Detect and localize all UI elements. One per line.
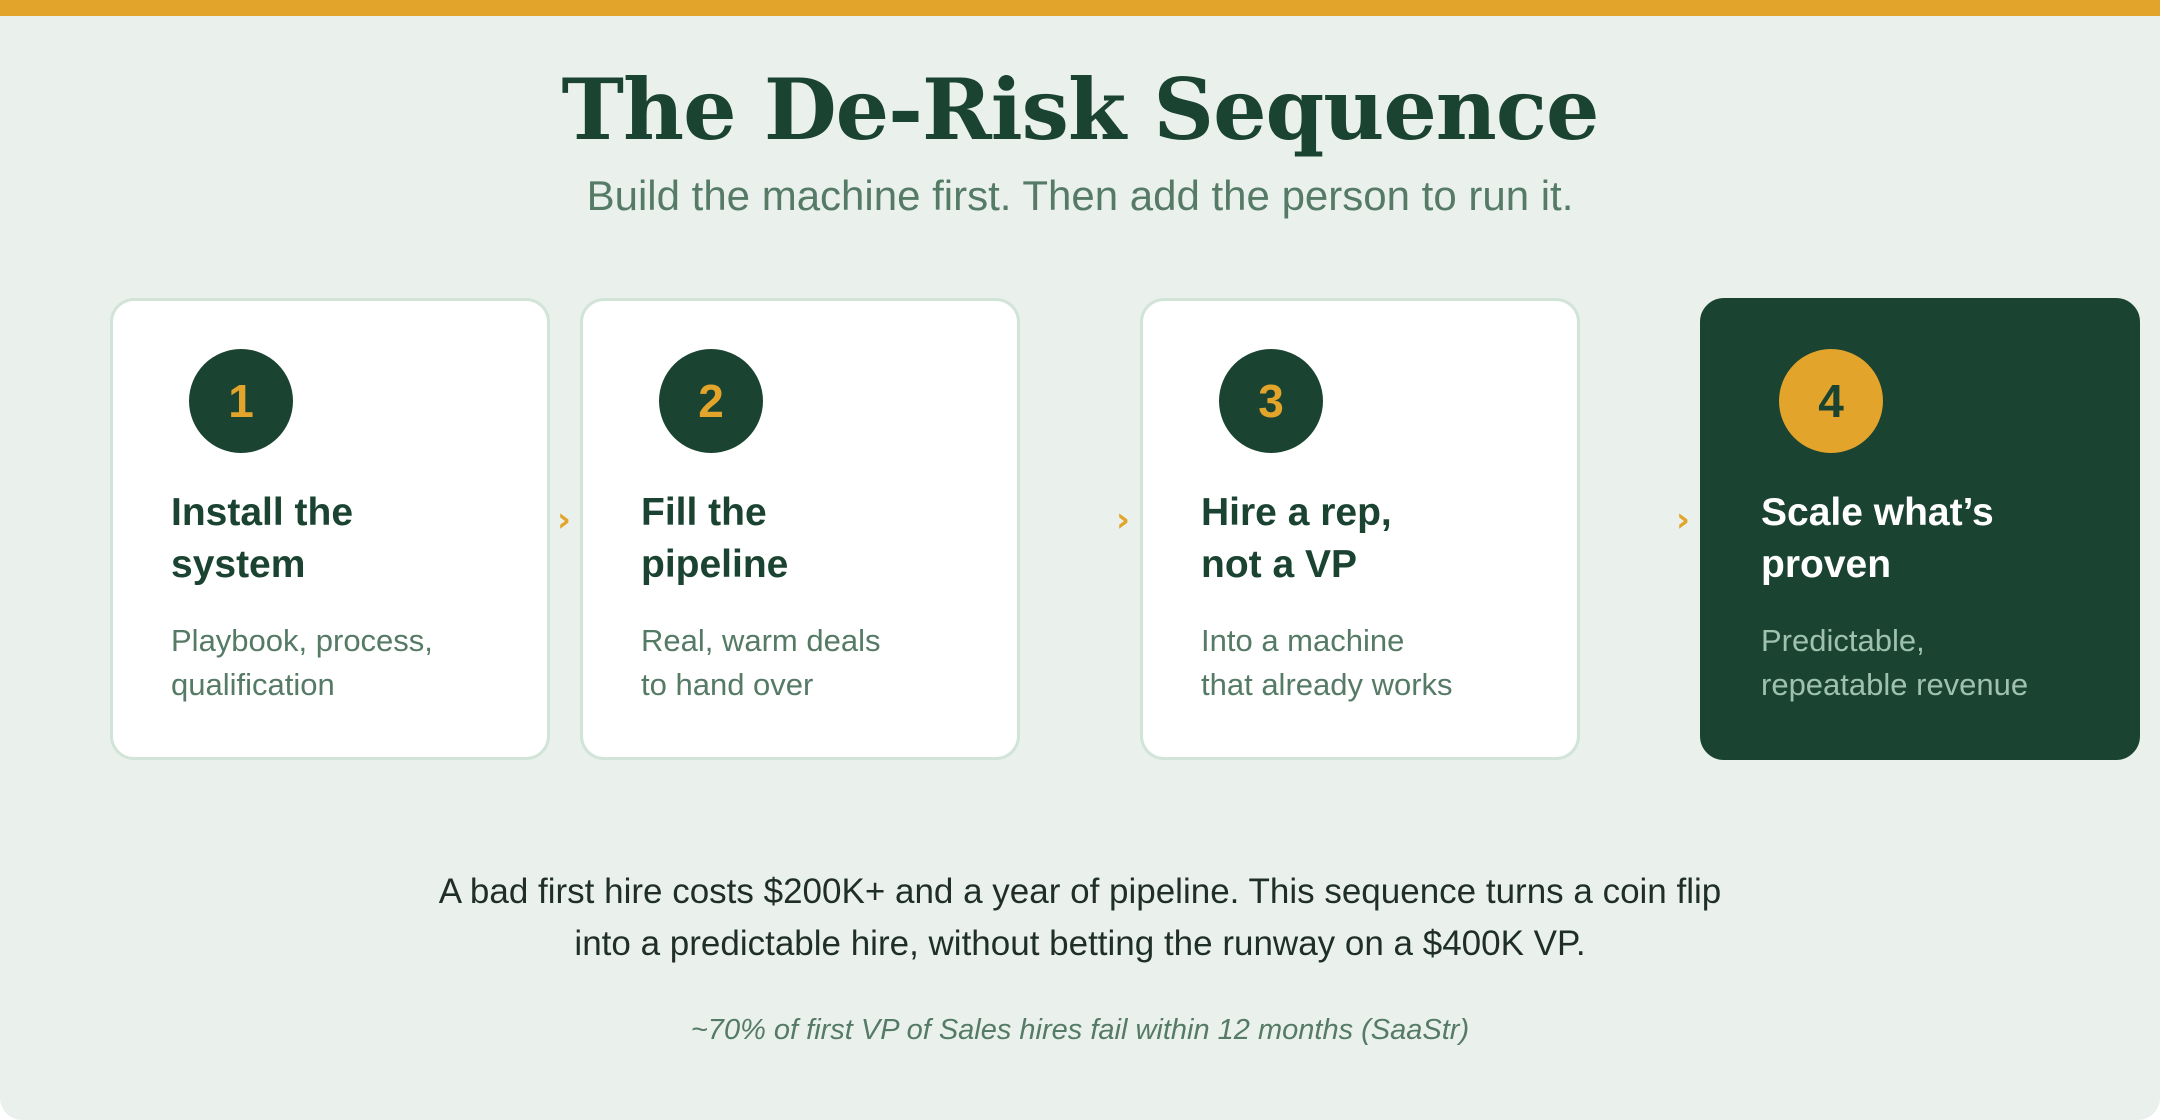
chevron-right-icon: › bbox=[556, 500, 571, 540]
step-description: Predictable, repeatable revenue bbox=[1761, 619, 2121, 707]
step-title-line: proven bbox=[1761, 543, 1892, 586]
step-card-1: 1 Install the system Playbook, process, … bbox=[110, 298, 550, 760]
step-title: Install the system bbox=[171, 487, 531, 591]
step-description-line: qualification bbox=[171, 667, 335, 702]
step-title-line: Fill the bbox=[641, 491, 767, 534]
step-title-line: Install the bbox=[171, 491, 354, 534]
step-card-2: 2 Fill the pipeline Real, warm deals to … bbox=[580, 298, 1020, 760]
step-description: Playbook, process, qualification bbox=[171, 619, 531, 707]
page-title: The De-Risk Sequence bbox=[561, 60, 1600, 159]
page-subtitle: Build the machine first. Then add the pe… bbox=[586, 172, 1574, 219]
step-title-line: system bbox=[171, 543, 306, 586]
step-description: Real, warm deals to hand over bbox=[641, 619, 1001, 707]
chevron-right-icon: › bbox=[1115, 500, 1130, 540]
step-description-line: to hand over bbox=[641, 667, 814, 702]
step-card-4: 4 Scale what’s proven Predictable, repea… bbox=[1700, 298, 2140, 760]
step-description-line: Playbook, process, bbox=[171, 623, 433, 658]
step-number-badge: 4 bbox=[1779, 349, 1883, 453]
step-description-line: Into a machine bbox=[1201, 623, 1405, 658]
step-title-line: Scale what’s bbox=[1761, 491, 1994, 534]
step-description-line: Real, warm deals bbox=[641, 623, 881, 658]
step-description: Into a machine that already works bbox=[1201, 619, 1561, 707]
step-title: Scale what’s proven bbox=[1761, 487, 2121, 591]
summary-line: A bad first hire costs $200K+ and a year… bbox=[438, 872, 1722, 911]
step-title-line: Hire a rep, bbox=[1201, 491, 1392, 534]
step-title-line: not a VP bbox=[1201, 543, 1358, 586]
summary-line: into a predictable hire, without betting… bbox=[574, 924, 1586, 963]
step-description-line: repeatable revenue bbox=[1761, 667, 2029, 702]
step-title: Fill the pipeline bbox=[641, 487, 1001, 591]
step-number-badge: 1 bbox=[189, 349, 293, 453]
summary-text: A bad first hire costs $200K+ and a year… bbox=[0, 866, 2160, 970]
step-description-line: that already works bbox=[1201, 667, 1453, 702]
step-number-badge: 2 bbox=[659, 349, 763, 453]
step-card-3: 3 Hire a rep, not a VP Into a machine th… bbox=[1140, 298, 1580, 760]
step-description-line: Predictable, bbox=[1761, 623, 1925, 658]
step-number-badge: 3 bbox=[1219, 349, 1323, 453]
step-title: Hire a rep, not a VP bbox=[1201, 487, 1561, 591]
footnote: ~70% of first VP of Sales hires fail wit… bbox=[690, 1014, 1470, 1046]
chevron-right-icon: › bbox=[1675, 500, 1690, 540]
step-title-line: pipeline bbox=[641, 543, 789, 586]
accent-top-bar bbox=[0, 0, 2160, 16]
